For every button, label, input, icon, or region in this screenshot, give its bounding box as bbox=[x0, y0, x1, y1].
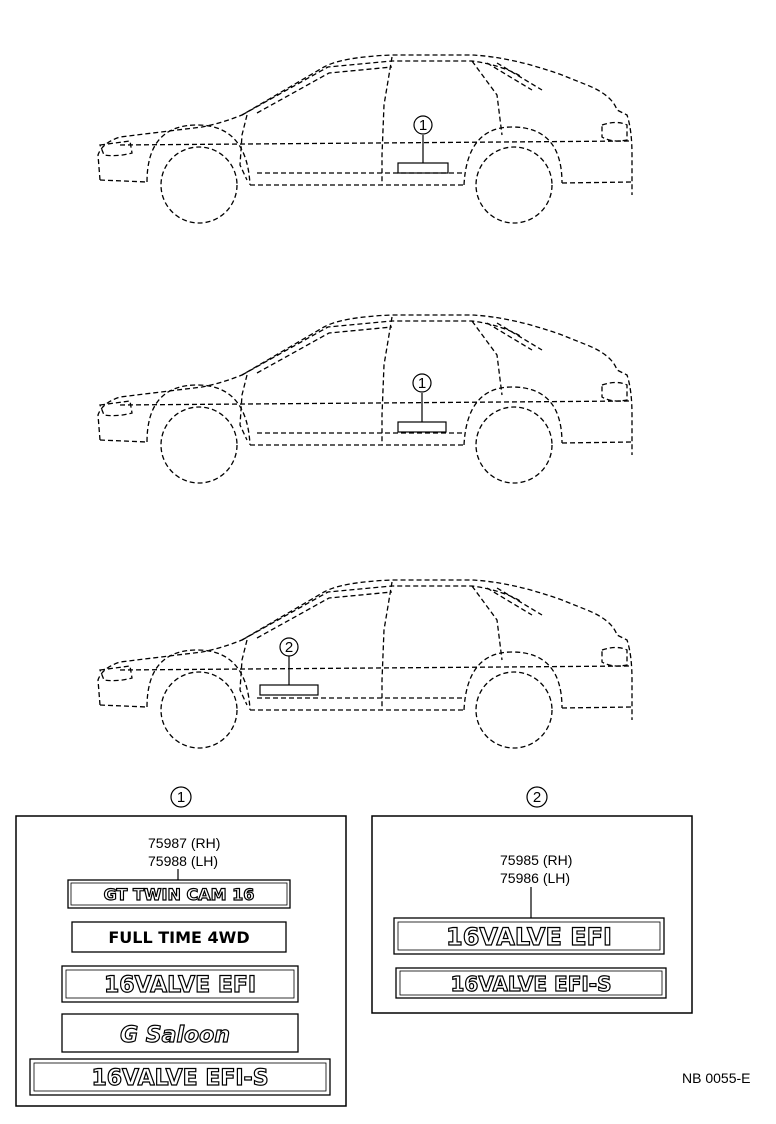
svg-text:16VALVE EFI: 16VALVE EFI bbox=[104, 973, 256, 998]
panel-callout-circle bbox=[170, 786, 192, 808]
panel-frame bbox=[371, 815, 693, 1014]
callout-number: 2 bbox=[285, 639, 293, 656]
panel-callout-number: 2 bbox=[533, 789, 541, 806]
car-view-3: 2 bbox=[97, 579, 633, 749]
svg-text:GT TWIN CAM 16: GT TWIN CAM 16 bbox=[104, 885, 255, 904]
callout-circle bbox=[412, 373, 432, 393]
callout-circle bbox=[413, 115, 433, 135]
svg-text:16VALVE EFI-S: 16VALVE EFI-S bbox=[451, 972, 612, 996]
emblem-16valve-efi-s: 16VALVE EFI-S bbox=[395, 967, 667, 999]
part-number-lh: 75986 (LH) bbox=[500, 870, 570, 886]
callout-number: 1 bbox=[418, 375, 426, 392]
emblem-16valve-efi: 16VALVE EFI bbox=[393, 917, 665, 955]
part-number-rh: 75987 (RH) bbox=[148, 835, 220, 851]
emblem-full-time-4wd: FULL TIME 4WD bbox=[71, 921, 287, 953]
panel-callout-circle bbox=[526, 786, 548, 808]
panel-callout-number: 1 bbox=[177, 789, 185, 806]
svg-text:G Saloon: G Saloon bbox=[120, 1023, 230, 1048]
callout-number: 1 bbox=[419, 117, 427, 134]
car-view-1: 1 bbox=[97, 54, 633, 224]
reference-code: NB 0055-E bbox=[682, 1070, 750, 1086]
emblem-location-1 bbox=[397, 162, 449, 174]
emblem-location-2 bbox=[259, 684, 319, 696]
emblem-panel-2: 2 75985 (RH) 75986 (LH) 16VALVE EFI 16VA… bbox=[371, 786, 693, 1014]
svg-text:16VALVE EFI: 16VALVE EFI bbox=[446, 923, 612, 951]
emblem-location-1 bbox=[397, 421, 447, 433]
car-view-2: 1 bbox=[97, 314, 633, 484]
svg-text:FULL TIME 4WD: FULL TIME 4WD bbox=[108, 928, 249, 947]
svg-text:16VALVE EFI-S: 16VALVE EFI-S bbox=[91, 1066, 268, 1091]
part-number-lh: 75988 (LH) bbox=[148, 853, 218, 869]
part-number-rh: 75985 (RH) bbox=[500, 852, 572, 868]
emblem-16valve-efi: 16VALVE EFI bbox=[61, 965, 299, 1003]
emblem-gt-twin-cam-16: GT TWIN CAM 16 bbox=[67, 879, 291, 909]
emblem-16valve-efi-s: 16VALVE EFI-S bbox=[29, 1058, 331, 1096]
emblem-g-saloon: G Saloon bbox=[61, 1013, 299, 1053]
emblem-panel-1: 1 75987 (RH) 75988 (LH) GT TWIN CAM 16 F… bbox=[15, 786, 347, 1107]
panel-frame bbox=[15, 815, 347, 1107]
callout-circle bbox=[279, 637, 299, 657]
